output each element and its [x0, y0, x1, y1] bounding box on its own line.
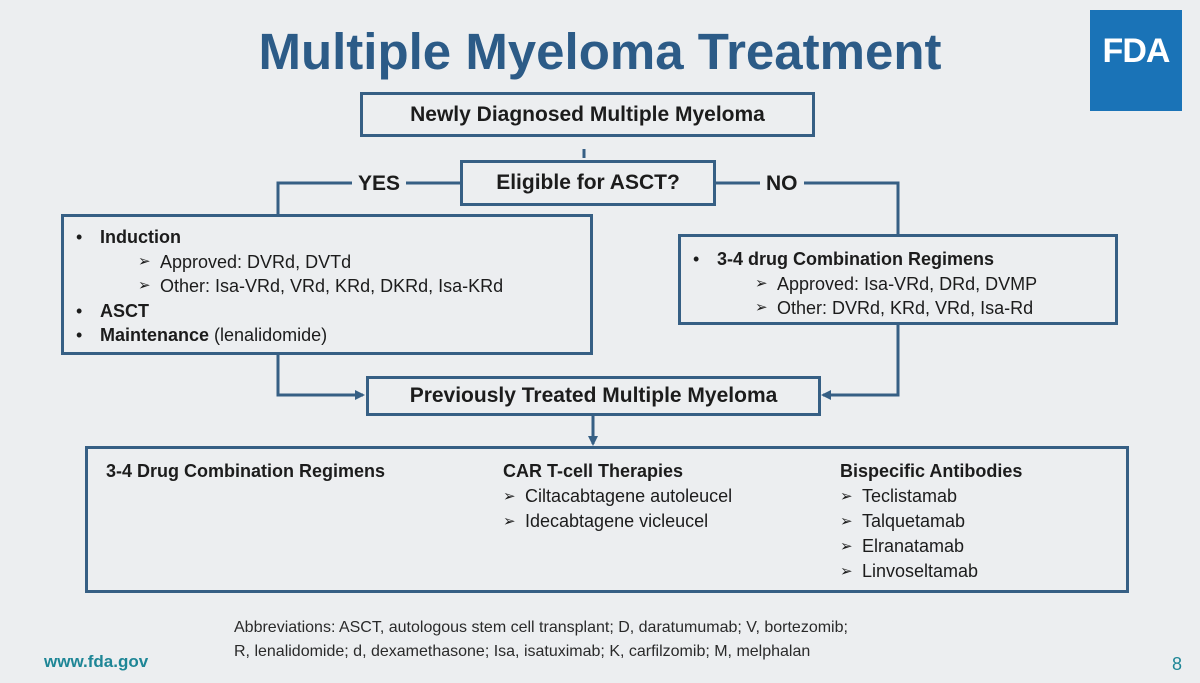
eligibility-question-box: Eligible for ASCT?: [460, 160, 716, 206]
bullet-icon: •: [76, 227, 83, 247]
bullet-icon: •: [693, 249, 700, 269]
bispecific-item: ➢ Talquetamab: [840, 509, 1022, 534]
car-t-heading: CAR T-cell Therapies: [503, 461, 684, 481]
therapies-box: 3-4 Drug Combination Regimens CAR T-cell…: [85, 446, 1129, 593]
regimens-approved-text: Approved: Isa-VRd, DRd, DVMP: [777, 273, 1038, 294]
bispecific-item-text: Elranatamab: [862, 536, 965, 556]
eligible-treatment-box: • Induction ➢ Approved: DVRd, DVTd ➢ Oth…: [61, 214, 593, 355]
induction-other-text: Other: Isa-VRd, VRd, KRd, DKRd, Isa-KRd: [160, 276, 504, 296]
ineligible-treatment-box: • 3-4 drug Combination Regimens ➢ Approv…: [678, 234, 1118, 325]
bispecific-item-text: Linvoseltamab: [862, 561, 979, 581]
car-t-item-text: Ciltacabtagene autoleucel: [525, 486, 733, 506]
newly-diagnosed-box: Newly Diagnosed Multiple Myeloma: [360, 92, 815, 137]
eligible-treatment-list: • Induction ➢ Approved: DVRd, DVTd ➢ Oth…: [76, 225, 590, 348]
asct-label: ASCT: [100, 300, 149, 321]
arrow-bullet-icon: ➢: [755, 274, 768, 292]
bispecific-item: ➢ Elranatamab: [840, 534, 1022, 559]
arrow-bullet-icon: ➢: [138, 252, 151, 270]
bispecific-heading: Bispecific Antibodies: [840, 461, 1023, 481]
regimens-item: • 3-4 drug Combination Regimens: [693, 247, 1115, 272]
bullet-icon: •: [76, 325, 83, 345]
abbreviations-line-1: Abbreviations: ASCT, autologous stem cel…: [234, 619, 848, 636]
previously-treated-box: Previously Treated Multiple Myeloma: [366, 376, 821, 416]
newly-diagnosed-label: Newly Diagnosed Multiple Myeloma: [410, 102, 765, 126]
eligibility-question-label: Eligible for ASCT?: [496, 171, 680, 194]
bispecific-item: ➢ Teclistamab: [840, 484, 1022, 509]
regimens-other-text: Other: DVRd, KRd, VRd, Isa-Rd: [777, 298, 1034, 318]
slide-title: Multiple Myeloma Treatment: [258, 23, 942, 80]
induction-approved-text: Approved: DVRd, DVTd: [160, 251, 352, 272]
maintenance-detail: (lenalidomide): [214, 325, 328, 345]
connector-ineligible-to-previously: [821, 323, 900, 400]
car-t-column: CAR T-cell Therapies ➢ Ciltacabtagene au…: [503, 459, 732, 534]
bispecific-item-text: Talquetamab: [862, 511, 966, 531]
ineligible-treatment-list: • 3-4 drug Combination Regimens ➢ Approv…: [693, 247, 1115, 321]
abbreviations-line-2: R, lenalidomide; d, dexamethasone; Isa, …: [234, 643, 811, 660]
induction-label: Induction: [100, 227, 181, 247]
arrow-bullet-icon: ➢: [755, 299, 768, 316]
bullet-icon: •: [76, 300, 83, 321]
induction-item: • Induction: [76, 225, 590, 250]
arrow-bullet-icon: ➢: [503, 513, 516, 530]
arrow-bullet-icon: ➢: [840, 563, 853, 580]
bispecific-column: Bispecific Antibodies ➢ Teclistamab ➢ Ta…: [840, 459, 1022, 584]
abbreviations: Abbreviations: ASCT, autologous stem cel…: [234, 616, 848, 664]
bispecific-item-text: Teclistamab: [862, 486, 958, 506]
regimens-approved-item: ➢ Approved: Isa-VRd, DRd, DVMP: [693, 272, 1115, 297]
arrow-bullet-icon: ➢: [840, 488, 853, 505]
footer-url: www.fda.gov: [44, 652, 149, 671]
page-number: 8: [1172, 654, 1183, 674]
arrow-bullet-icon: ➢: [138, 277, 151, 294]
arrow-bullet-icon: ➢: [840, 513, 853, 530]
regimens-label: 3-4 drug Combination Regimens: [717, 249, 995, 269]
asct-item: • ASCT: [76, 299, 590, 324]
previously-treated-label: Previously Treated Multiple Myeloma: [409, 384, 778, 407]
yes-label: YES: [352, 172, 407, 196]
car-t-item: ➢ Ciltacabtagene autoleucel: [503, 484, 732, 509]
combination-heading: 3-4 Drug Combination Regimens: [106, 461, 386, 481]
connector-eligible-to-previously: [276, 353, 365, 400]
induction-approved-item: ➢ Approved: DVRd, DVTd: [76, 250, 590, 275]
car-t-item: ➢ Idecabtagene vicleucel: [503, 509, 732, 534]
connector-no-branch: [716, 181, 900, 234]
arrow-bullet-icon: ➢: [503, 488, 516, 505]
no-label: NO: [760, 172, 804, 196]
arrow-bullet-icon: ➢: [840, 538, 853, 555]
maintenance-label: Maintenance: [100, 325, 210, 345]
fda-logo: FDA: [1090, 10, 1182, 111]
combination-column: 3-4 Drug Combination Regimens: [106, 459, 385, 484]
maintenance-item: • Maintenance (lenalidomide): [76, 323, 590, 348]
induction-other-item: ➢ Other: Isa-VRd, VRd, KRd, DKRd, Isa-KR…: [76, 274, 590, 299]
car-t-item-text: Idecabtagene vicleucel: [525, 511, 709, 531]
regimens-other-item: ➢ Other: DVRd, KRd, VRd, Isa-Rd: [693, 296, 1115, 321]
bispecific-item: ➢ Linvoseltamab: [840, 559, 1022, 584]
